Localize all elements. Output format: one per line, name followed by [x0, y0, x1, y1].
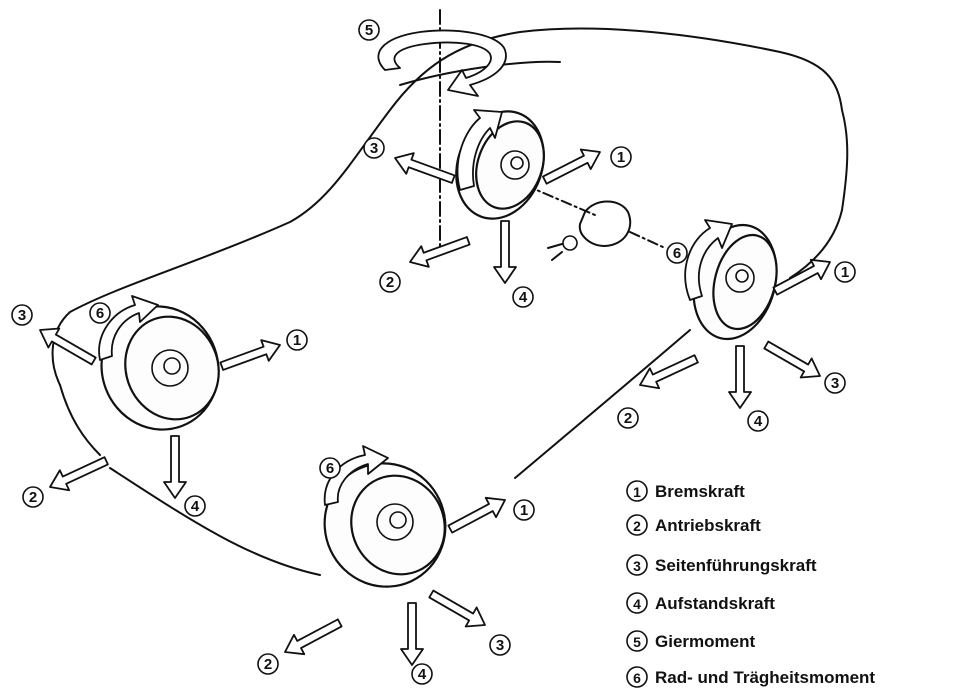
legend: 1 Bremskraft 2 Antriebskraft 3 Seitenfüh…: [627, 481, 875, 687]
yaw-moment-arrow: [378, 31, 506, 96]
svg-text:4: 4: [754, 413, 763, 430]
callout-6-front-left: 6: [90, 303, 110, 323]
legend-item-5: 5 Giermoment: [627, 631, 755, 651]
callout-3-front-left: 3: [12, 305, 32, 325]
callout-1-rear-left: 1: [611, 147, 631, 167]
callout-3-rear-right: 3: [825, 373, 845, 393]
svg-text:3: 3: [496, 637, 504, 654]
svg-text:Giermoment: Giermoment: [655, 632, 755, 651]
callout-4-rear-right: 4: [748, 411, 768, 431]
svg-text:1: 1: [841, 264, 849, 281]
svg-text:4: 4: [519, 289, 528, 306]
svg-text:1: 1: [520, 502, 528, 519]
svg-text:2: 2: [386, 274, 394, 291]
callout-6-rear-right: 6: [667, 243, 687, 263]
callout-6-front-right: 6: [320, 458, 340, 478]
callout-4-front-right: 4: [412, 664, 432, 684]
svg-text:Aufstandskraft: Aufstandskraft: [655, 594, 775, 613]
svg-text:3: 3: [633, 558, 641, 574]
callout-4-front-left: 4: [185, 496, 205, 516]
svg-text:5: 5: [633, 634, 641, 650]
svg-text:Rad- und Trägheitsmoment: Rad- und Trägheitsmoment: [655, 668, 875, 687]
wheel-rear-left: [442, 99, 559, 231]
svg-text:6: 6: [96, 305, 104, 322]
svg-text:Bremskraft: Bremskraft: [655, 482, 745, 501]
callout-3-front-right: 3: [490, 635, 510, 655]
svg-text:3: 3: [370, 140, 378, 157]
callout-3-rear-left: 3: [364, 138, 384, 158]
callout-2-front-left: 2: [23, 487, 43, 507]
svg-text:4: 4: [191, 498, 200, 515]
svg-text:6: 6: [673, 245, 681, 262]
svg-text:1: 1: [633, 484, 641, 500]
drive-shaft: [525, 185, 665, 248]
svg-text:1: 1: [617, 149, 625, 166]
svg-text:2: 2: [264, 656, 272, 673]
legend-item-2: 2 Antriebskraft: [627, 515, 761, 535]
svg-text:5: 5: [365, 22, 373, 39]
callout-5: 5: [359, 20, 379, 40]
legend-item-6: 6 Rad- und Trägheitsmoment: [627, 667, 875, 687]
svg-text:Seitenführungskraft: Seitenführungskraft: [655, 556, 817, 575]
svg-text:4: 4: [418, 666, 427, 683]
callout-2-rear-left: 2: [380, 272, 400, 292]
svg-text:3: 3: [18, 307, 26, 324]
callout-2-front-right: 2: [258, 654, 278, 674]
svg-text:6: 6: [326, 460, 334, 477]
legend-item-4: 4 Aufstandskraft: [627, 593, 775, 613]
callout-2-rear-right: 2: [618, 408, 638, 428]
svg-text:6: 6: [633, 670, 641, 686]
svg-text:2: 2: [633, 518, 641, 534]
svg-text:2: 2: [29, 489, 37, 506]
callout-1-front-right: 1: [514, 500, 534, 520]
callout-4-rear-left: 4: [513, 287, 533, 307]
legend-item-1: 1 Bremskraft: [627, 481, 745, 501]
callout-1-front-left: 1: [287, 330, 307, 350]
wheel-rear-right: [681, 216, 788, 349]
legend-item-3: 3 Seitenführungskraft: [627, 555, 817, 575]
svg-text:4: 4: [633, 596, 641, 612]
svg-text:Antriebskraft: Antriebskraft: [655, 516, 761, 535]
svg-text:3: 3: [831, 375, 839, 392]
svg-text:2: 2: [624, 410, 632, 427]
differential: [548, 202, 630, 261]
svg-text:1: 1: [293, 332, 301, 349]
callout-1-rear-right: 1: [835, 262, 855, 282]
